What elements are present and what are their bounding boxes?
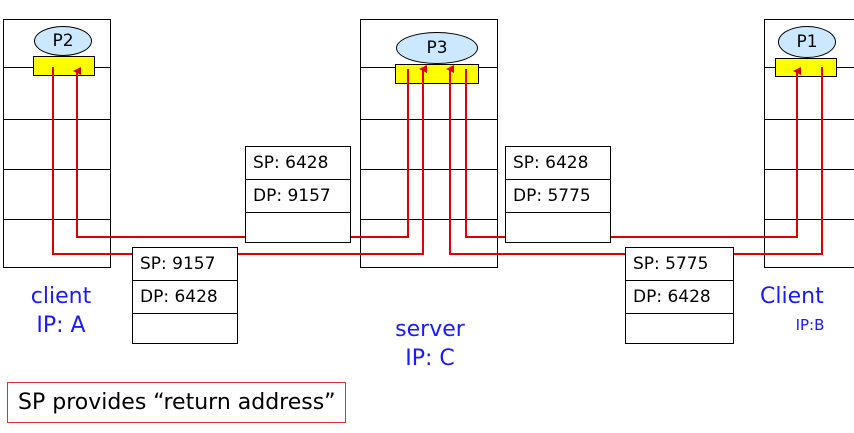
segment-source-port: SP: 5775 xyxy=(626,248,733,281)
layer-divider xyxy=(361,169,497,170)
segment-payload xyxy=(626,314,733,347)
layer-divider xyxy=(361,219,497,220)
server-c-ip-label: IP: C xyxy=(405,346,455,371)
segment-dest-port: DP: 6428 xyxy=(133,281,237,314)
layer-divider xyxy=(4,169,110,170)
layer-divider xyxy=(4,219,110,220)
segment-c-to-b: SP: 6428 DP: 5775 xyxy=(505,146,611,243)
socket-p3 xyxy=(395,64,479,84)
segment-payload xyxy=(133,314,237,347)
client-a-name-label: client xyxy=(30,284,92,309)
segment-b-to-c: SP: 5775 DP: 6428 xyxy=(625,247,734,344)
segment-source-port: SP: 6428 xyxy=(246,147,350,180)
layer-divider xyxy=(4,119,110,120)
process-p1: P1 xyxy=(778,26,836,58)
segment-source-port: SP: 9157 xyxy=(133,248,237,281)
process-p3: P3 xyxy=(396,32,478,64)
socket-p1 xyxy=(775,58,837,77)
layer-divider xyxy=(765,169,854,170)
segment-payload xyxy=(246,213,350,246)
socket-p2 xyxy=(33,56,95,76)
client-b-ip-label: IP:B xyxy=(795,316,825,334)
process-p2: P2 xyxy=(34,26,92,56)
segment-a-to-c: SP: 9157 DP: 6428 xyxy=(132,247,238,344)
segment-source-port: SP: 6428 xyxy=(506,147,610,180)
server-c-name-label: server xyxy=(395,317,465,342)
segment-dest-port: DP: 6428 xyxy=(626,281,733,314)
return-address-note: SP provides “return address” xyxy=(7,382,346,423)
layer-divider xyxy=(361,119,497,120)
segment-c-to-a: SP: 6428 DP: 9157 xyxy=(245,146,351,243)
segment-payload xyxy=(506,213,610,246)
segment-dest-port: DP: 5775 xyxy=(506,180,610,213)
layer-divider xyxy=(765,119,854,120)
layer-divider xyxy=(765,219,854,220)
client-a-ip-label: IP: A xyxy=(36,313,86,338)
client-b-name-label: Client xyxy=(760,284,824,309)
segment-dest-port: DP: 9157 xyxy=(246,180,350,213)
wire-c-to-a-p2 xyxy=(73,67,409,238)
